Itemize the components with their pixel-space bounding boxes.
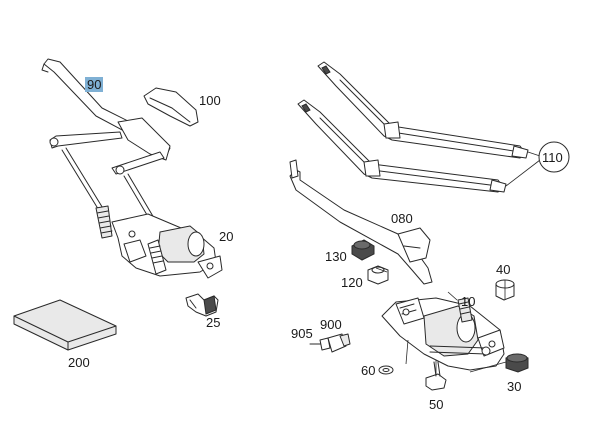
callout-080: 080 <box>391 211 413 226</box>
callout-60: 60 <box>361 363 376 378</box>
callout-circle-110 <box>538 141 570 173</box>
wiper-motor-assembly <box>381 297 505 371</box>
callout-100: 100 <box>199 93 221 108</box>
wiper-arm-part <box>289 159 433 285</box>
callout-30: 30 <box>507 379 522 394</box>
washer-60-part <box>378 365 394 375</box>
leader-120 <box>375 267 388 273</box>
wiper-linkage-assembly <box>41 58 223 279</box>
callout-20: 20 <box>219 229 234 244</box>
callout-200: 200 <box>68 355 90 370</box>
grommet-30-part <box>505 353 529 373</box>
leader-10 <box>447 291 458 301</box>
bolt-50-part <box>425 361 447 391</box>
callout-40: 40 <box>496 262 511 277</box>
callout-110: 110 <box>542 150 563 165</box>
pad-part <box>13 299 117 351</box>
callout-90: 90 <box>85 77 104 92</box>
cap-130-part <box>351 239 375 261</box>
callout-120: 120 <box>341 275 363 290</box>
callout-25: 25 <box>206 315 221 330</box>
callout-905: 905 <box>291 326 313 341</box>
callout-10: 10 <box>461 294 476 309</box>
callout-900: 900 <box>320 317 342 332</box>
callout-50: 50 <box>429 397 444 412</box>
callout-130: 130 <box>325 249 347 264</box>
wiper-blades-part <box>297 61 541 193</box>
clip-part <box>185 293 219 317</box>
connector-900-part <box>327 333 351 353</box>
fastener-905-part <box>309 337 331 351</box>
leader-60 <box>405 339 409 365</box>
leader-30 <box>469 361 507 373</box>
cover-cap-part <box>143 87 199 127</box>
